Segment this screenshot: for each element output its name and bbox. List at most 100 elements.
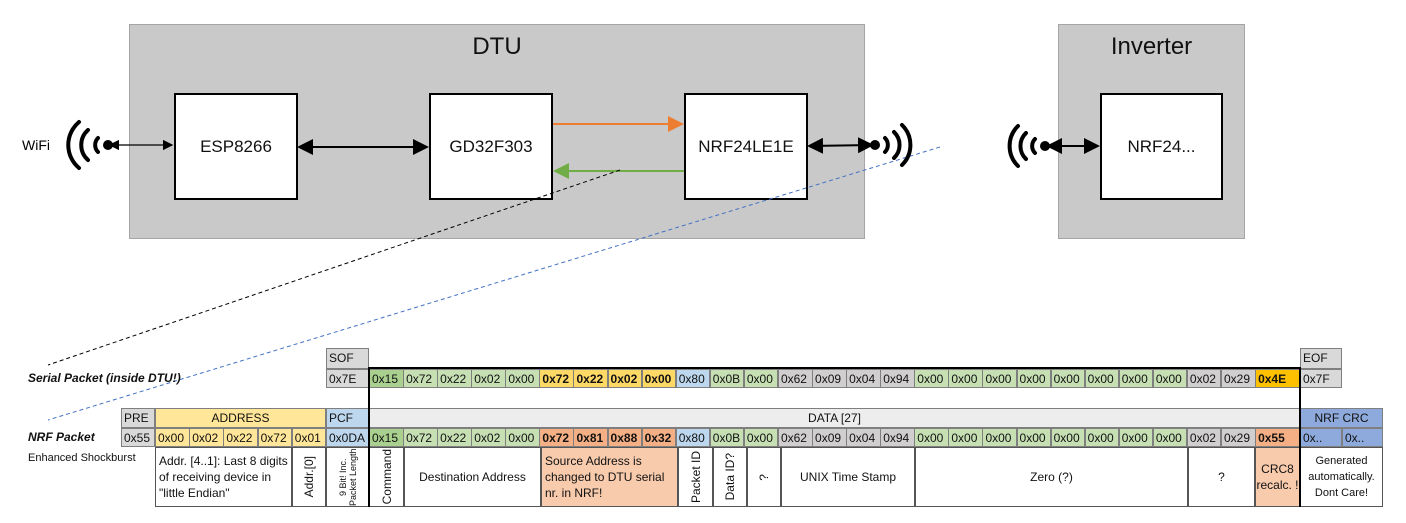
serial-byte-cell: 0x22 bbox=[437, 369, 472, 388]
pre-cell: 0x55 bbox=[121, 428, 155, 447]
addr0-desc-text: Addr.[0] bbox=[302, 456, 316, 498]
serial-byte-cell: 0x02 bbox=[471, 369, 506, 388]
serial-byte-cell: 0x09 bbox=[812, 369, 847, 388]
serial-byte-cell: 0x00 bbox=[1152, 369, 1188, 388]
nrf-byte-cell: 0x04 bbox=[846, 428, 881, 447]
packet-id-desc-text: Packet ID bbox=[688, 450, 703, 504]
addr41-desc: Addr. [4..1]: Last 8 digits of receiving… bbox=[155, 447, 292, 507]
inverter-title: Inverter bbox=[1110, 33, 1193, 60]
serial-byte-cell: 0x00 bbox=[641, 369, 677, 388]
serial-byte-cell: 0x00 bbox=[914, 369, 949, 388]
sof-cell: 0x7E bbox=[326, 369, 369, 388]
pcf-header: PCF bbox=[326, 408, 369, 428]
sof-header: SOF bbox=[326, 348, 369, 369]
serial-packet-label: Serial Packet (inside DTU!) bbox=[28, 371, 181, 385]
wifi-icon bbox=[66, 120, 113, 170]
nrf24le1e-chip: NRF24LE1E bbox=[684, 93, 808, 200]
source-desc: Source Address is changed to DTU serial … bbox=[541, 447, 678, 507]
serial-byte-cell: 0x00 bbox=[505, 369, 540, 388]
serial-byte-cell: 0x29 bbox=[1221, 369, 1256, 388]
nrf-packet-label: NRF Packet bbox=[28, 430, 95, 444]
command-desc-text: Command bbox=[379, 449, 394, 505]
unknown1-desc: ? bbox=[747, 447, 781, 507]
crc-gen-desc: Generated automatically. Dont Care! bbox=[1300, 447, 1383, 507]
nrf-byte-cell: 0x29 bbox=[1221, 428, 1256, 447]
serial-byte-cell: 0x15 bbox=[369, 369, 404, 388]
nrf-crc-cell: 0x.. bbox=[1300, 428, 1342, 447]
address-header: ADDRESS bbox=[155, 408, 326, 428]
serial-byte-cell: 0x62 bbox=[777, 369, 813, 388]
address-byte-cell: 0x72 bbox=[257, 428, 293, 447]
unix-desc: UNIX Time Stamp bbox=[781, 447, 915, 507]
nrf-byte-cell: 0x80 bbox=[675, 428, 711, 447]
unknown1-desc-text: ? bbox=[757, 473, 771, 481]
dtu-title: DTU bbox=[472, 33, 522, 60]
addr0-desc: Addr.[0] bbox=[292, 447, 326, 507]
address-byte-cell: 0x01 bbox=[291, 428, 327, 447]
serial-byte-cell: 0x00 bbox=[1050, 369, 1086, 388]
eof-header: EOF bbox=[1300, 348, 1342, 369]
nrf-byte-cell: 0x81 bbox=[573, 428, 609, 447]
nrf-crc-cell: 0x.. bbox=[1342, 428, 1383, 447]
dest-desc: Destination Address bbox=[404, 447, 541, 507]
packet-id-desc: Packet ID bbox=[678, 447, 713, 507]
eof-cell: 0x7F bbox=[1300, 369, 1342, 388]
pcf-desc: 9 Bit! Inc. Packet Length bbox=[326, 447, 369, 507]
nrf-zoom-line bbox=[47, 146, 941, 421]
nrf-byte-cell: 0x88 bbox=[607, 428, 643, 447]
serial-byte-cell: 0x02 bbox=[1186, 369, 1222, 388]
nrf24-inverter-chip: NRF24... bbox=[1100, 93, 1223, 200]
serial-byte-cell: 0x72 bbox=[539, 369, 574, 388]
wifi-label: WiFi bbox=[22, 137, 50, 153]
serial-byte-cell: 0x04 bbox=[846, 369, 881, 388]
nrf-byte-cell: 0x72 bbox=[403, 428, 438, 447]
unknown2-desc: ? bbox=[1188, 447, 1255, 507]
data-id-desc: Data ID? bbox=[713, 447, 747, 507]
nrf-byte-cell: 0x00 bbox=[505, 428, 540, 447]
address-byte-cell: 0x02 bbox=[189, 428, 224, 447]
pcf-desc-text: 9 Bit! Inc. Packet Length bbox=[337, 448, 358, 506]
serial-zoom-line bbox=[47, 169, 621, 366]
nrf-byte-cell: 0x02 bbox=[471, 428, 506, 447]
nrf-byte-cell: 0x94 bbox=[880, 428, 915, 447]
nrf-crc-header: NRF CRC bbox=[1300, 408, 1383, 428]
wifi-icon bbox=[1007, 124, 1050, 168]
command-desc: Command bbox=[369, 447, 404, 507]
serial-byte-cell: 0x22 bbox=[573, 369, 609, 388]
serial-byte-cell: 0x00 bbox=[1118, 369, 1154, 388]
nrf-byte-cell: 0x00 bbox=[914, 428, 949, 447]
serial-byte-cell: 0x00 bbox=[982, 369, 1018, 388]
pcf-cell: 0x0DA bbox=[326, 428, 369, 447]
serial-byte-cell: 0x4E bbox=[1255, 369, 1301, 388]
zero-desc: Zero (?) bbox=[915, 447, 1188, 507]
serial-byte-cell: 0x94 bbox=[880, 369, 915, 388]
nrf-byte-cell: 0x00 bbox=[1084, 428, 1120, 447]
nrf-byte-cell: 0x55 bbox=[1255, 428, 1301, 447]
nrf-byte-cell: 0x00 bbox=[948, 428, 983, 447]
nrf-byte-cell: 0x00 bbox=[982, 428, 1018, 447]
nrf-byte-cell: 0x00 bbox=[1050, 428, 1086, 447]
address-byte-cell: 0x00 bbox=[155, 428, 190, 447]
nrf-byte-cell: 0x22 bbox=[437, 428, 472, 447]
nrf-byte-cell: 0x00 bbox=[1152, 428, 1188, 447]
serial-byte-cell: 0x0B bbox=[709, 369, 745, 388]
serial-byte-cell: 0x00 bbox=[1016, 369, 1052, 388]
serial-byte-cell: 0x00 bbox=[743, 369, 779, 388]
serial-byte-cell: 0x00 bbox=[1084, 369, 1120, 388]
wifi-icon bbox=[870, 123, 913, 167]
nrf-byte-cell: 0x00 bbox=[1118, 428, 1154, 447]
nrf-antenna-link bbox=[807, 137, 874, 154]
nrf-byte-cell: 0x0B bbox=[709, 428, 745, 447]
nrf-byte-cell: 0x09 bbox=[812, 428, 847, 447]
address-byte-cell: 0x22 bbox=[223, 428, 259, 447]
nrf-byte-cell: 0x62 bbox=[777, 428, 813, 447]
gd32-chip: GD32F303 bbox=[429, 93, 553, 200]
crc8-desc: CRC8 recalc. ! bbox=[1255, 447, 1300, 507]
nrf-byte-cell: 0x72 bbox=[539, 428, 574, 447]
data-header: DATA [27] bbox=[369, 408, 1300, 428]
nrf-byte-cell: 0x02 bbox=[1186, 428, 1222, 447]
serial-byte-cell: 0x02 bbox=[607, 369, 643, 388]
serial-byte-cell: 0x00 bbox=[948, 369, 983, 388]
pre-header: PRE bbox=[121, 408, 155, 428]
